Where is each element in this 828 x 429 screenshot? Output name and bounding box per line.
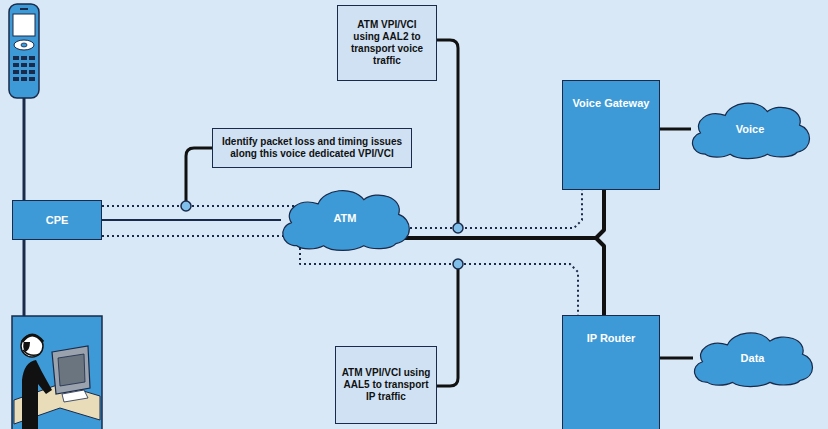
probe-point [453,259,463,269]
leader-line [437,40,458,223]
node-label: CPE [46,214,69,227]
node-label: ATM VPI/VCI using AAL5 to transport IP t… [341,367,431,403]
node-label: IP Router [587,332,636,345]
node-label: Identify packet loss and timing issues a… [218,136,406,160]
leader-line [186,148,212,201]
cpe-box: CPE [12,200,102,240]
callout-box: ATM VPI/VCI using AAL2 to transport voic… [337,5,437,81]
router-box: IP Router [562,315,660,429]
network-cloud: ATM [278,185,412,252]
phone-wire [23,97,26,201]
node-label: Data [741,352,765,365]
mobile-phone-icon [9,4,39,98]
callout-box: ATM VPI/VCI using AAL5 to transport IP t… [335,346,437,424]
probe-point [453,223,463,233]
node-label: Voice [736,123,765,136]
callout-box: Identify packet loss and timing issues a… [212,128,412,168]
probe-point [181,201,191,211]
node-label: ATM VPI/VCI using AAL2 to transport voic… [343,19,431,67]
network-link [660,357,693,360]
workstation-wire [23,239,26,316]
node-label: Voice Gateway [573,97,650,110]
leader-line [437,269,458,386]
network-cloud: Data [690,328,815,388]
gateway-box: Voice Gateway [562,80,660,190]
network-link [102,219,281,221]
network-link [404,190,604,238]
network-link [660,128,691,131]
network-cloud: Voice [688,98,812,160]
network-link [404,238,604,315]
node-label: ATM [333,212,356,225]
workstation-icon [12,316,102,429]
